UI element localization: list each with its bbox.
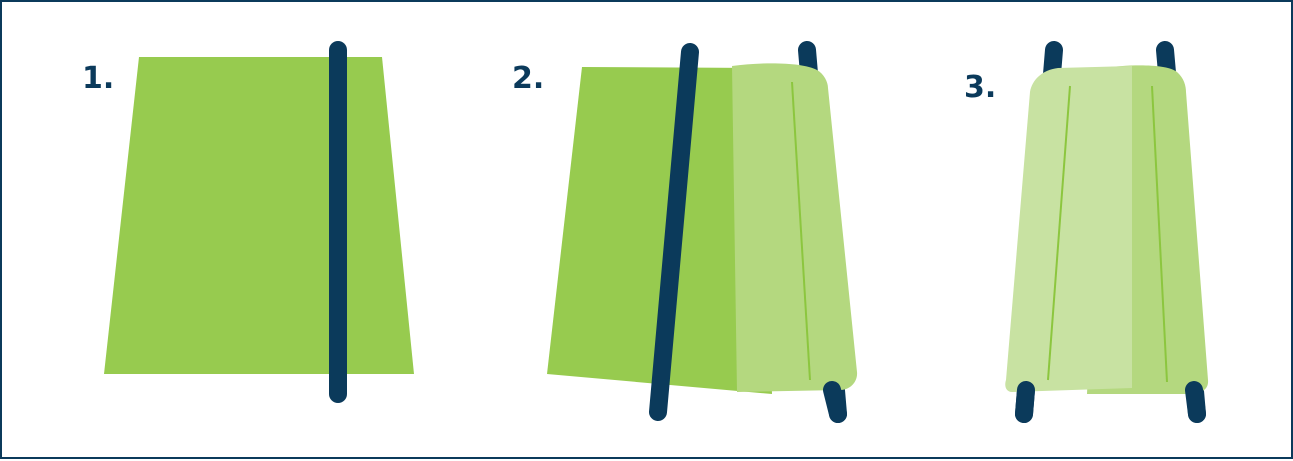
step-2: 2. bbox=[512, 50, 857, 414]
step-2-label: 2. bbox=[512, 61, 544, 96]
step-1-fabric-sheet bbox=[104, 57, 414, 374]
step-3: 3. bbox=[964, 50, 1208, 414]
step-1-label: 1. bbox=[82, 61, 114, 96]
step-3-left-pole-end bbox=[1024, 390, 1026, 414]
step-3-right-pole-end bbox=[1194, 390, 1197, 414]
step-3-label: 3. bbox=[964, 70, 996, 105]
step-2-right-pole-end bbox=[832, 390, 838, 414]
step-1: 1. bbox=[82, 50, 414, 394]
